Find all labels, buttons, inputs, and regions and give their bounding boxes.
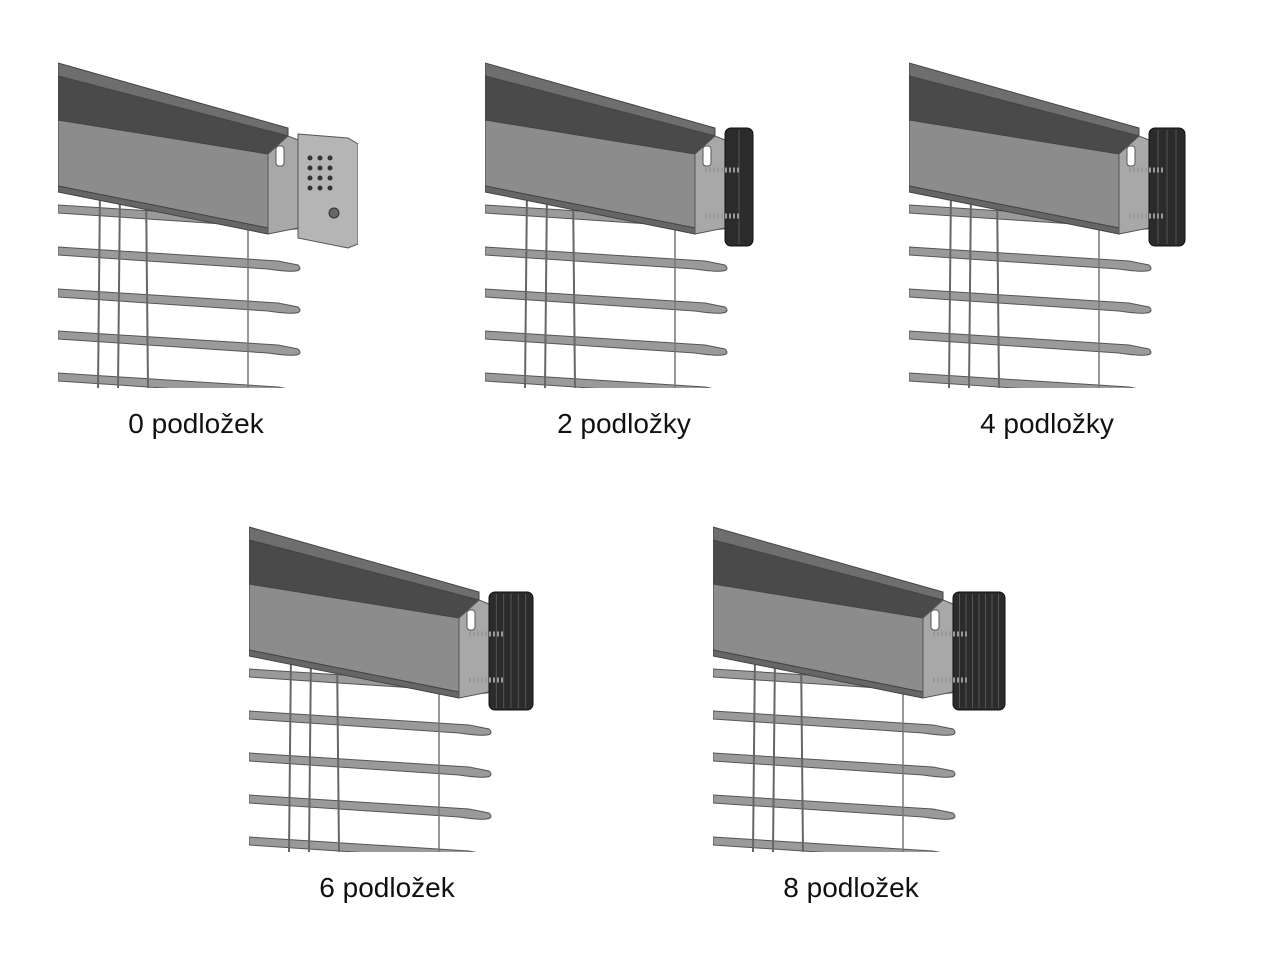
slat-icon <box>485 330 728 356</box>
blind-illustration-4-shims <box>909 58 1209 388</box>
slat-icon <box>713 710 956 736</box>
slat-icon <box>485 246 728 272</box>
slat-icon <box>909 246 1152 272</box>
slat-icon <box>909 288 1152 314</box>
caption-8-shims: 8 podložek <box>783 872 919 903</box>
slat-icon <box>713 836 941 852</box>
slat-icon <box>249 710 492 736</box>
slat-icon <box>485 372 713 388</box>
slat-icon <box>58 288 301 314</box>
slat-icon <box>249 794 492 820</box>
caption-4-shims: 4 podložky <box>980 408 1114 439</box>
slat-icon <box>58 330 301 356</box>
slat-icon <box>58 372 286 388</box>
slat-icon <box>909 330 1152 356</box>
slat-icon <box>713 794 956 820</box>
slat-icon <box>249 752 492 778</box>
slat-icon <box>909 372 1137 388</box>
slat-icon <box>485 288 728 314</box>
caption-6-shims: 6 podložek <box>319 872 455 903</box>
caption-0-shims: 0 podložek <box>128 408 264 439</box>
screw-icon <box>328 207 340 219</box>
blind-illustration-6-shims <box>249 522 549 852</box>
blind-illustration-0-shims <box>58 58 358 388</box>
blind-illustration-2-shims <box>485 58 785 388</box>
blind-illustration-8-shims <box>713 522 1013 852</box>
slat-icon <box>249 836 477 852</box>
caption-2-shims: 2 podložky <box>557 408 691 439</box>
slat-icon <box>713 752 956 778</box>
slat-icon <box>58 246 301 272</box>
